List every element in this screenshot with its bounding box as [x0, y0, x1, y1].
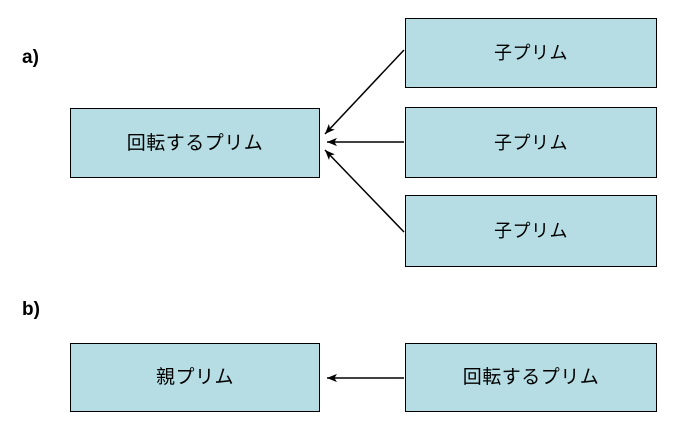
- arrow-child3-to-rotating: [324, 149, 405, 233]
- node-child-prim-2: 子プリム: [405, 107, 657, 178]
- node-label-child-prim-1: 子プリム: [494, 43, 568, 63]
- arrow-child1-to-rotating: [324, 49, 405, 135]
- node-child-prim-1: 子プリム: [405, 18, 657, 88]
- node-label-child-prim-3: 子プリム: [494, 221, 568, 241]
- node-label-child-prim-2: 子プリム: [494, 132, 568, 153]
- node-label-parent-prim: 親プリム: [155, 367, 234, 388]
- node-rotating-prim-a: 回転するプリム: [70, 108, 320, 178]
- node-label-rotating-prim-b: 回転するプリム: [462, 367, 600, 388]
- node-parent-prim: 親プリム: [70, 343, 320, 412]
- panel-label-b: b): [22, 299, 40, 320]
- node-rotating-prim-b: 回転するプリム: [405, 343, 657, 412]
- node-child-prim-3: 子プリム: [405, 195, 657, 267]
- node-label-rotating-prim-a: 回転するプリム: [126, 132, 264, 154]
- panel-label-a: a): [22, 47, 39, 68]
